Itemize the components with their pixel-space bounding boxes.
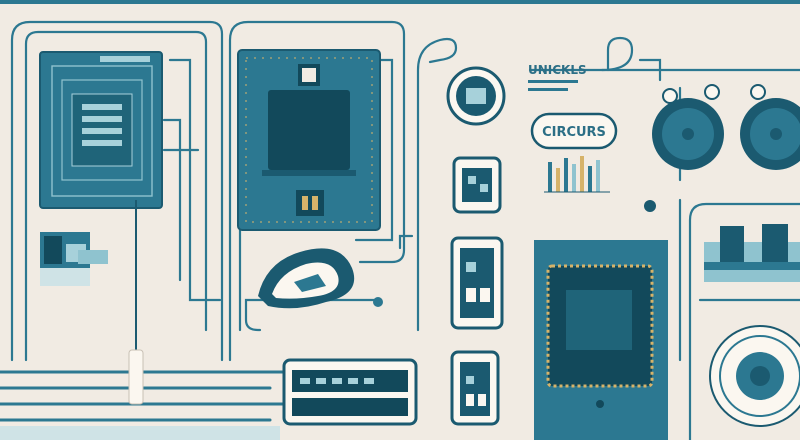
- mini-bar-chart: [544, 156, 610, 193]
- connector-icon: [452, 156, 502, 214]
- round-icon: [446, 66, 506, 126]
- circurs-badge: CIRCURS: [530, 112, 618, 150]
- left-module: [40, 232, 108, 286]
- speaker-icon-2: [740, 84, 800, 170]
- dot-2: [644, 200, 656, 212]
- slot-strip: [282, 358, 418, 426]
- right-module: [704, 224, 800, 282]
- cpu-chip-icon: [237, 49, 381, 231]
- badge-text: CIRCURS: [542, 125, 606, 140]
- rail-shadow: [0, 426, 280, 440]
- teal-board: [534, 240, 668, 440]
- connector-icon-2: [450, 236, 504, 330]
- connector-icon-3: [450, 350, 500, 426]
- dot: [373, 297, 383, 307]
- probe: [128, 200, 144, 405]
- mouse-device: [258, 248, 355, 309]
- bottom-rails: [0, 370, 292, 422]
- pcb-board-icon: [39, 51, 163, 209]
- caption-bars: [528, 80, 578, 91]
- speaker-icon: [652, 84, 724, 170]
- top-border: [0, 0, 800, 4]
- round-speaker: [709, 325, 800, 427]
- top-caption: UNICKLS: [528, 63, 587, 77]
- circuit-traces: [10, 20, 800, 440]
